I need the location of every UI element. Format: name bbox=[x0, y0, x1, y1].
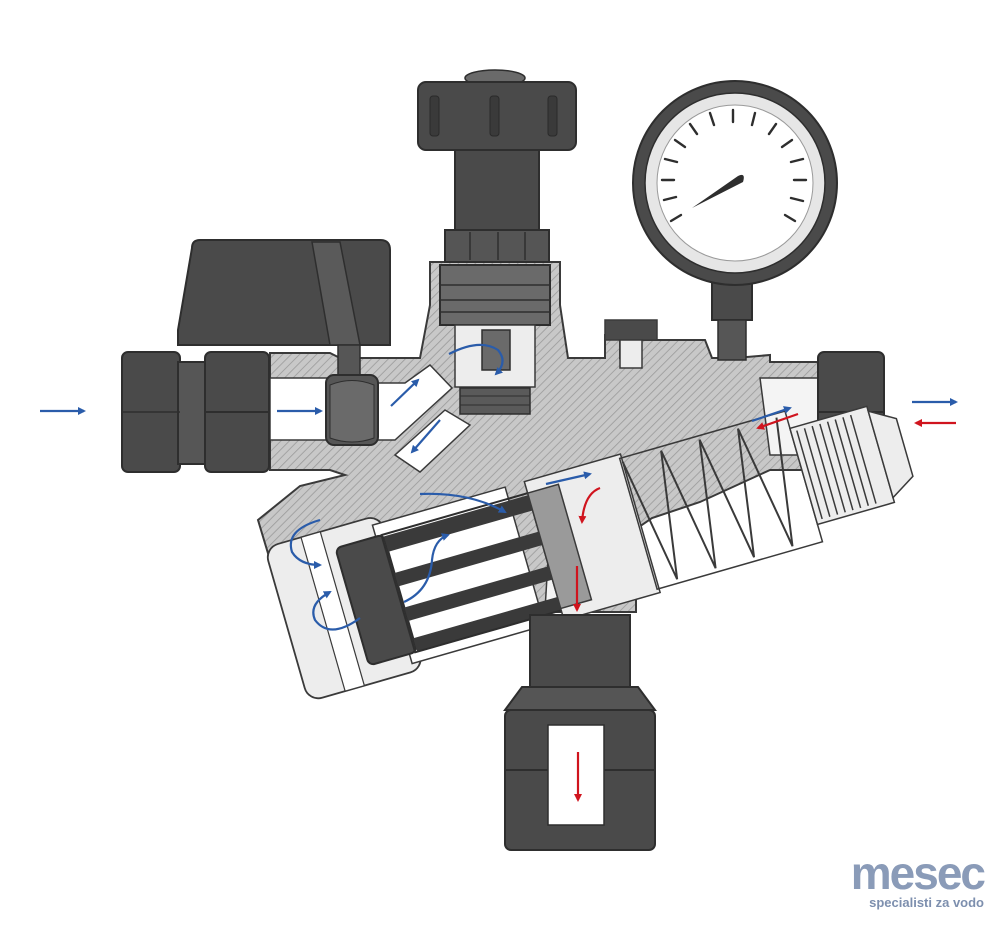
gauge-needle bbox=[692, 174, 744, 208]
gauge-dial-ticks bbox=[660, 108, 808, 223]
drain-outlet bbox=[503, 614, 657, 851]
brand-logo: mesec specialisti za vodo bbox=[850, 847, 986, 911]
reducer-cartridge bbox=[439, 264, 551, 415]
logo-wordmark: mesec bbox=[850, 847, 986, 899]
filter-mesh bbox=[335, 491, 565, 666]
flow-arrows-blue bbox=[40, 343, 958, 631]
ball-valve-handle bbox=[177, 239, 391, 446]
pressure-gauge bbox=[632, 80, 838, 361]
flow-arrows-red bbox=[573, 412, 956, 802]
spring bbox=[621, 417, 794, 580]
pressure-adjust-knob bbox=[417, 69, 577, 263]
logo-tagline: specialisti za vodo bbox=[869, 895, 984, 910]
inlet-union-fitting bbox=[121, 351, 270, 473]
